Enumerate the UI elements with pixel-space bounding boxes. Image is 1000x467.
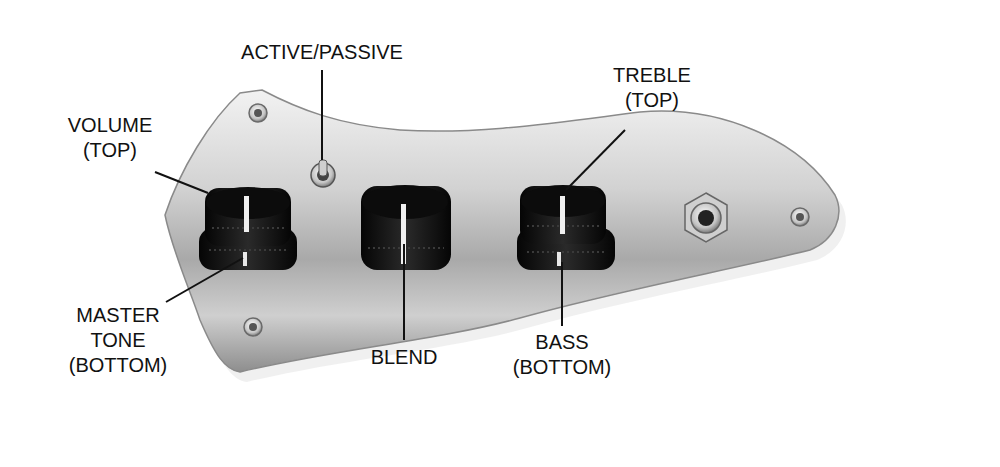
knob-label: TREBLE (TOP) (613, 63, 691, 113)
chrome-plate (165, 90, 839, 372)
knob-label: MASTER TONE (BOTTOM) (69, 303, 168, 378)
blend-knob (361, 185, 451, 270)
screws (244, 104, 809, 336)
output-jack (685, 193, 727, 242)
knob-label: BLEND (371, 345, 438, 370)
stacked-knob-treble-bass (517, 185, 615, 270)
toggle-switch (311, 160, 335, 187)
switch-label: ACTIVE/PASSIVE (241, 40, 403, 65)
knob-label: BASS (BOTTOM) (513, 330, 612, 380)
stacked-knob-volume-tone (199, 187, 297, 270)
leader-lines (155, 70, 625, 340)
knob-label: VOLUME (TOP) (68, 113, 152, 163)
